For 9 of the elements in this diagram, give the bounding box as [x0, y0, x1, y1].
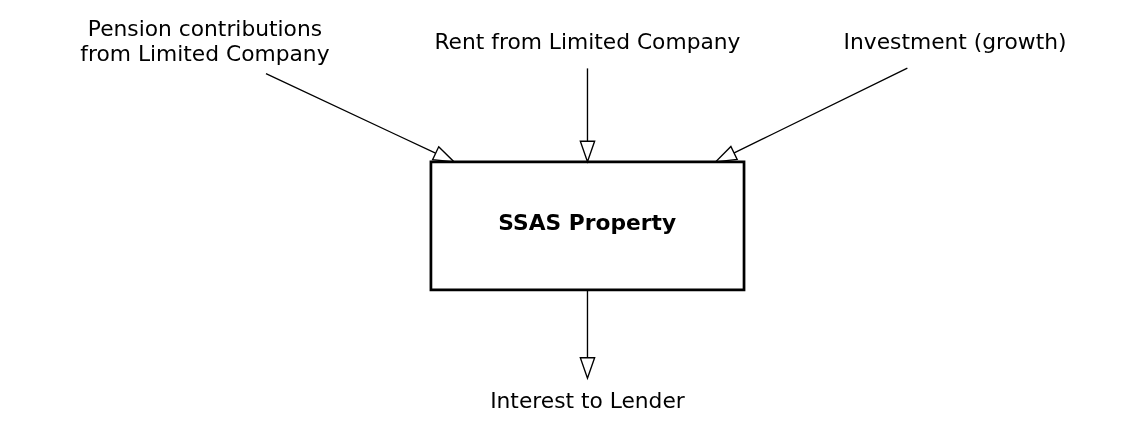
arrow [713, 67, 909, 163]
arrow [265, 72, 456, 163]
node-text: Rent from Limited Company [434, 28, 741, 54]
node-text: Investment (growth) [843, 28, 1067, 54]
node-box: SSAS Property [429, 160, 746, 292]
arrow [579, 289, 596, 381]
node-text: Pension contributions from Limited Company [80, 16, 330, 66]
arrow [579, 67, 596, 164]
node-text: Interest to Lender [490, 388, 685, 414]
